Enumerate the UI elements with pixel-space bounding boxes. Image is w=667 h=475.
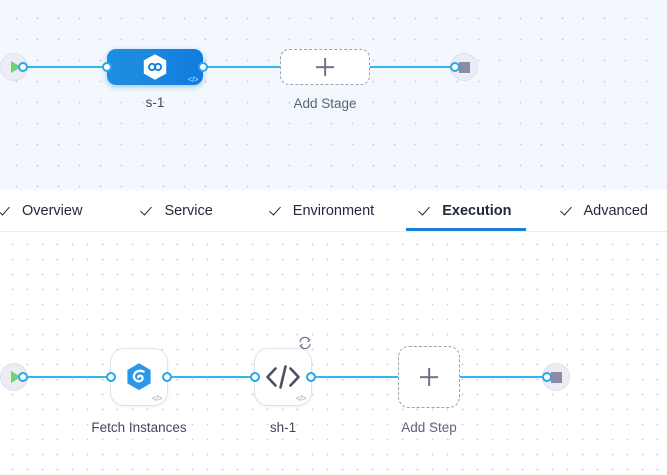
step-node-sh-1[interactable]: </> <box>255 336 311 405</box>
pipeline-step-canvas[interactable]: </> Fetch Instances </> sh-1 <box>0 232 667 475</box>
step-node-label-sh-1: sh-1 <box>269 420 297 435</box>
stage-node-input-dot[interactable] <box>102 62 112 72</box>
stage-node-label: s-1 <box>145 95 165 110</box>
connector-stage-to-add <box>202 66 282 68</box>
connector-add-to-end-step <box>460 376 548 378</box>
check-icon <box>562 204 575 217</box>
connector-fetch-to-sh1 <box>172 376 256 378</box>
step-code-badge: </> <box>295 394 307 403</box>
stage-code-badge: </> <box>187 75 199 84</box>
repeat-loop-icon <box>299 336 311 350</box>
step-end-node[interactable] <box>542 363 570 391</box>
tab-advanced-label: Advanced <box>583 202 649 219</box>
check-icon <box>142 204 155 217</box>
sh-1-input-dot[interactable] <box>250 372 260 382</box>
tab-environment[interactable]: Environment <box>271 190 374 231</box>
tab-environment-label: Environment <box>292 202 375 219</box>
stage-end-connector-dot[interactable] <box>450 62 460 72</box>
check-icon <box>271 204 284 217</box>
fetch-instances-input-dot[interactable] <box>106 372 116 382</box>
add-step-button[interactable] <box>398 346 460 408</box>
connector-start-to-stage <box>22 66 112 68</box>
connector-sh1-to-add <box>316 376 400 378</box>
add-step-label: Add Step <box>401 420 457 435</box>
hexagon-swirl-icon <box>127 363 151 391</box>
connector-add-to-end <box>370 66 456 68</box>
pipeline-stage-canvas[interactable]: </> s-1 Add Stage <box>0 0 667 190</box>
step-start-connector-dot[interactable] <box>18 372 28 382</box>
tab-service[interactable]: Service <box>142 190 212 231</box>
step-node-label-fetch-instances: Fetch Instances <box>91 420 187 435</box>
connector-start-to-fetch <box>22 376 112 378</box>
check-icon <box>0 204 13 217</box>
stage-node-s-1[interactable]: </> <box>107 49 203 85</box>
sh-1-output-dot[interactable] <box>306 372 316 382</box>
tab-overview-label: Overview <box>22 202 83 219</box>
stage-start-connector-dot[interactable] <box>18 62 28 72</box>
tab-underline-active <box>406 228 526 231</box>
add-stage-button[interactable] <box>280 49 370 85</box>
tab-execution[interactable]: Execution <box>406 190 526 231</box>
hexagon-infinity-icon <box>143 54 167 80</box>
stage-node-output-dot[interactable] <box>198 62 208 72</box>
step-node-fetch-instances[interactable]: </> <box>111 349 167 405</box>
pipeline-config-tabs: Overview Service Environment Execution A… <box>0 190 667 232</box>
play-icon <box>10 371 21 383</box>
tab-overview[interactable]: Overview <box>0 190 82 231</box>
stop-square-icon <box>458 61 470 73</box>
step-end-connector-dot[interactable] <box>542 372 552 382</box>
add-stage-label: Add Stage <box>293 96 357 111</box>
fetch-instances-output-dot[interactable] <box>162 372 172 382</box>
tab-execution-label: Execution <box>442 202 512 219</box>
plus-icon <box>316 58 334 76</box>
tab-advanced[interactable]: Advanced <box>562 190 649 231</box>
tab-service-label: Service <box>164 202 213 219</box>
step-code-badge: </> <box>151 394 163 403</box>
play-icon <box>10 61 21 73</box>
shell-script-icon <box>266 365 300 389</box>
stop-square-icon <box>550 371 562 383</box>
check-icon <box>420 204 433 217</box>
plus-icon <box>420 368 438 386</box>
